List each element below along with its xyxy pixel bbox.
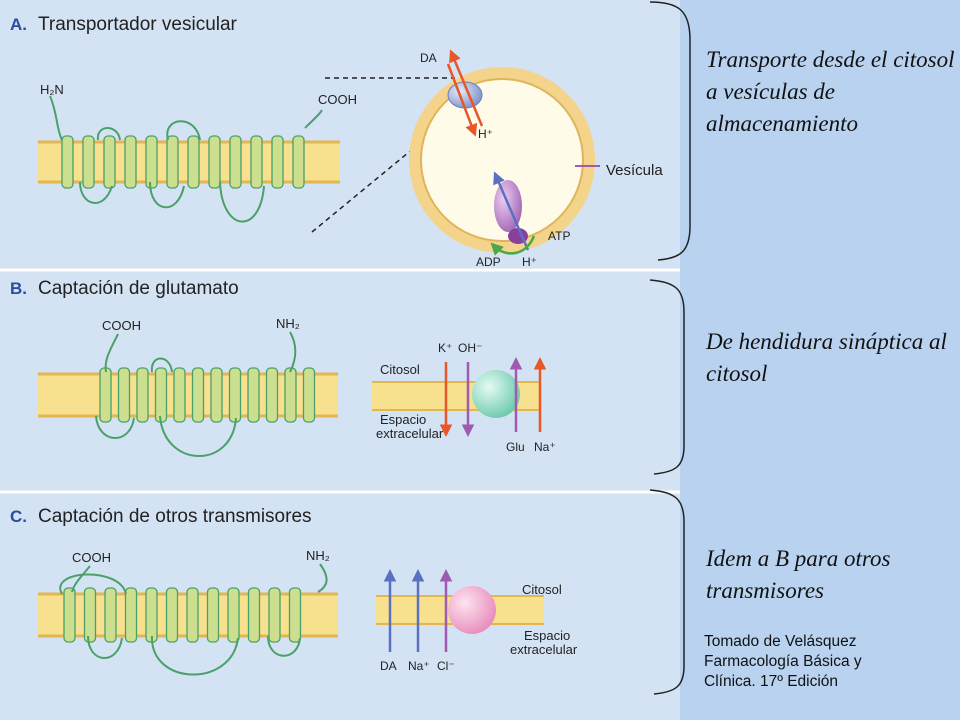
vesicle-lumen [420, 78, 584, 242]
label-h-top: H⁺ [478, 127, 493, 141]
panel-c-transmembrane-segments [63, 587, 302, 643]
label-na-b: Na⁺ [534, 440, 556, 454]
transmembrane-segment [173, 367, 186, 423]
panel-a-loops [49, 95, 323, 223]
label-k: K⁺ [438, 341, 452, 355]
glutamate-transporter [472, 370, 520, 418]
transmembrane-segment [228, 367, 242, 423]
transmembrane-segment [154, 367, 168, 423]
da-arrow [449, 49, 484, 127]
label-da-c: DA [380, 659, 397, 673]
other-transmitter-transporter [448, 586, 496, 634]
transmembrane-segment [247, 587, 261, 643]
transmembrane-segment [82, 135, 95, 189]
note-vesicular-transport: Transporte desde el citosol a vesículas … [706, 47, 955, 136]
transmembrane-segment [104, 587, 117, 643]
panel-a-title: Transportador vesicular [38, 14, 238, 35]
transmembrane-segment [166, 135, 179, 189]
transmembrane-segment [210, 367, 223, 423]
panel-b-loops [95, 331, 297, 457]
transmembrane-segment [165, 587, 179, 643]
transmembrane-segment [229, 135, 242, 189]
label-oh: OH⁻ [458, 341, 482, 355]
panel-c-title: Captación de otros transmisores [38, 506, 312, 527]
panel-b-letter: B. [10, 279, 27, 298]
label-atp: ATP [548, 229, 570, 243]
panel-c-n-terminus: NH₂ [306, 548, 330, 563]
panel-b-transmembrane-segments [99, 367, 316, 423]
label-vesicle: Vesícula [606, 162, 663, 179]
h-arrow-top [446, 63, 478, 137]
panel-b-n-terminus: NH₂ [276, 316, 300, 331]
transmembrane-segment [271, 135, 284, 189]
panel-b-c-terminus: COOH [102, 318, 141, 333]
panel-c-label-extracellular-2: extracelular [510, 642, 578, 657]
label-da-top: DA [420, 51, 437, 65]
label-cl-c: Cl⁻ [437, 659, 455, 673]
note-other-transmitters: Idem a B para otros transmisores [706, 546, 891, 603]
transmembrane-segment [284, 367, 297, 423]
transmembrane-segment [124, 135, 137, 189]
panel-c-label-extracellular-1: Espacio [524, 628, 570, 643]
transmembrane-segment [124, 587, 138, 643]
transmembrane-segment [136, 367, 149, 423]
transmembrane-segment [208, 135, 221, 189]
transmembrane-segment [250, 135, 263, 189]
note-synaptic-cleft-to-cytosol: De hendidura sináptica al citosol [706, 329, 947, 386]
brace-c [649, 489, 685, 695]
transmembrane-segment [145, 135, 158, 189]
transmembrane-segment [288, 587, 302, 643]
panel-b-label-extracellular-1: Espacio [380, 412, 426, 427]
transmembrane-segment [99, 367, 112, 423]
label-glu: Glu [506, 440, 525, 454]
panel-a-c-terminus: COOH [318, 92, 357, 107]
panel-b-title: Captación de glutamato [38, 278, 239, 299]
panel-b-label-extracellular-2: extracelular [376, 426, 444, 441]
transmembrane-segment [292, 135, 305, 189]
transmembrane-segment [227, 587, 240, 643]
transmembrane-segment [83, 587, 97, 643]
atp-adp-arrow [490, 235, 536, 256]
transmembrane-segment [191, 367, 205, 423]
transmembrane-segment [61, 135, 74, 189]
transmembrane-segment [247, 367, 260, 423]
panel-c-label-cytosol: Citosol [522, 582, 562, 597]
transmembrane-segment [103, 135, 116, 189]
panel-c-c-terminus: COOH [72, 550, 111, 565]
label-adp: ADP [476, 255, 501, 269]
label-na-c: Na⁺ [408, 659, 430, 673]
panel-a-letter: A. [10, 15, 27, 34]
h-pump-arrow [493, 171, 530, 251]
transmembrane-segment [186, 587, 199, 643]
source-line-1: Tomado de Velásquez [704, 633, 857, 650]
panel-a-n-terminus: H₂N [40, 82, 64, 97]
transmembrane-segment [187, 135, 200, 189]
panel-a-transmembrane-segments [61, 135, 305, 189]
panel-c-loops [59, 563, 328, 676]
transmembrane-segment [265, 367, 279, 423]
brace-a [649, 1, 691, 261]
source-line-2: Farmacología Básica y [704, 653, 862, 670]
transmembrane-segment [268, 587, 281, 643]
source-line-3: Clínica. 17º Edición [704, 673, 839, 690]
brace-b [649, 279, 685, 475]
transmembrane-segment [206, 587, 220, 643]
source-citation: Tomado de Velásquez Farmacología Básica … [704, 632, 954, 692]
panel-c-letter: C. [10, 507, 27, 526]
panel-b-label-cytosol: Citosol [380, 362, 420, 377]
transmembrane-segment [302, 367, 316, 423]
label-h-bottom: H⁺ [522, 255, 537, 269]
transmembrane-segment [145, 587, 158, 643]
zoom-line-bottom [311, 109, 461, 233]
transmembrane-segment [63, 587, 76, 643]
transmembrane-segment [117, 367, 131, 423]
